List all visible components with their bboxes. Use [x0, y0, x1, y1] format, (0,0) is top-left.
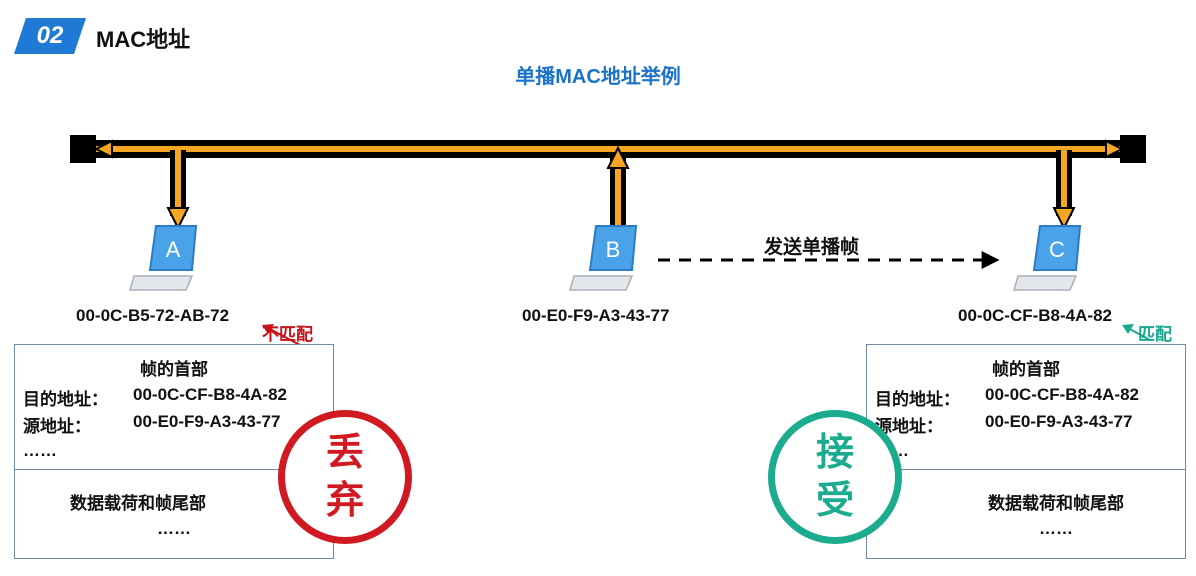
stamp-char-1: 接: [815, 432, 854, 474]
laptop-icon-c: C: [1013, 225, 1082, 291]
payload-label: 数据载荷和帧尾部: [70, 494, 206, 513]
svg-text:A: A: [166, 237, 181, 262]
frame-header: 帧的首部 目的地址： 00-0C-CF-B8-4A-82 源地址： 00-E0-…: [867, 345, 1185, 469]
frame-header: 帧的首部 目的地址： 00-0C-CF-B8-4A-82 源地址： 00-E0-…: [15, 345, 333, 469]
payload-label: 数据载荷和帧尾部: [988, 494, 1124, 513]
stamp-char-2: 受: [815, 480, 854, 522]
svg-text:C: C: [1049, 237, 1065, 262]
section-number-badge: 02: [14, 18, 86, 54]
dst-label: 目的地址：: [23, 390, 108, 409]
frame-box-host-c: 帧的首部 目的地址： 00-0C-CF-B8-4A-82 源地址： 00-E0-…: [866, 344, 1186, 559]
mac-host-c: 00-0C-CF-B8-4A-82: [958, 306, 1112, 325]
match-pointer: [1127, 327, 1151, 341]
mismatch-label: 不匹配: [262, 325, 313, 344]
src-value: 00-E0-F9-A3-43-77: [985, 412, 1133, 431]
mismatch-pointer: [267, 327, 301, 346]
section-title: MAC地址: [96, 27, 191, 52]
link-to-host-c: [1052, 150, 1076, 231]
mac-host-b: 00-E0-F9-A3-43-77: [522, 306, 670, 325]
payload-ellipsis: ……: [157, 519, 191, 538]
src-label: 源地址：: [23, 417, 91, 436]
stamp-char-1: 丢: [325, 432, 364, 474]
dst-label: 目的地址：: [875, 390, 960, 409]
src-value: 00-E0-F9-A3-43-77: [133, 412, 281, 431]
discard-stamp: 丢 弃: [278, 410, 412, 544]
laptop-icon-b: B: [569, 225, 638, 291]
header-ellipsis: ……: [23, 441, 57, 460]
svg-text:B: B: [606, 237, 621, 262]
bus-terminator-right: [1120, 135, 1146, 163]
frame-divider: [867, 469, 1185, 470]
link-to-host-a: [166, 150, 190, 231]
badge-text: 02: [36, 22, 64, 49]
link-from-host-b: [606, 145, 630, 232]
frame-divider: [15, 469, 333, 470]
send-unicast-label: 发送单播帧: [764, 237, 860, 258]
dst-value: 00-0C-CF-B8-4A-82: [985, 385, 1139, 404]
frame-box-host-a: 帧的首部 目的地址： 00-0C-CF-B8-4A-82 源地址： 00-E0-…: [14, 344, 334, 559]
mac-host-a: 00-0C-B5-72-AB-72: [76, 306, 230, 325]
accept-stamp: 接 受: [768, 410, 902, 544]
bus-arrow-left: [93, 139, 113, 159]
bus-terminator-left: [70, 135, 96, 163]
frame-header-title: 帧的首部: [140, 360, 208, 379]
dst-value: 00-0C-CF-B8-4A-82: [133, 385, 287, 404]
src-label: 源地址：: [875, 417, 943, 436]
match-label: 匹配: [1138, 325, 1172, 344]
network-bus: [70, 135, 1146, 163]
laptop-icon-a: A: [129, 225, 198, 291]
frame-header-title: 帧的首部: [992, 360, 1060, 379]
stamp-char-2: 弃: [325, 480, 364, 522]
bus-arrow-right: [1105, 139, 1125, 159]
diagram-title: 单播MAC地址举例: [515, 66, 681, 88]
payload-ellipsis: ……: [1039, 519, 1073, 538]
